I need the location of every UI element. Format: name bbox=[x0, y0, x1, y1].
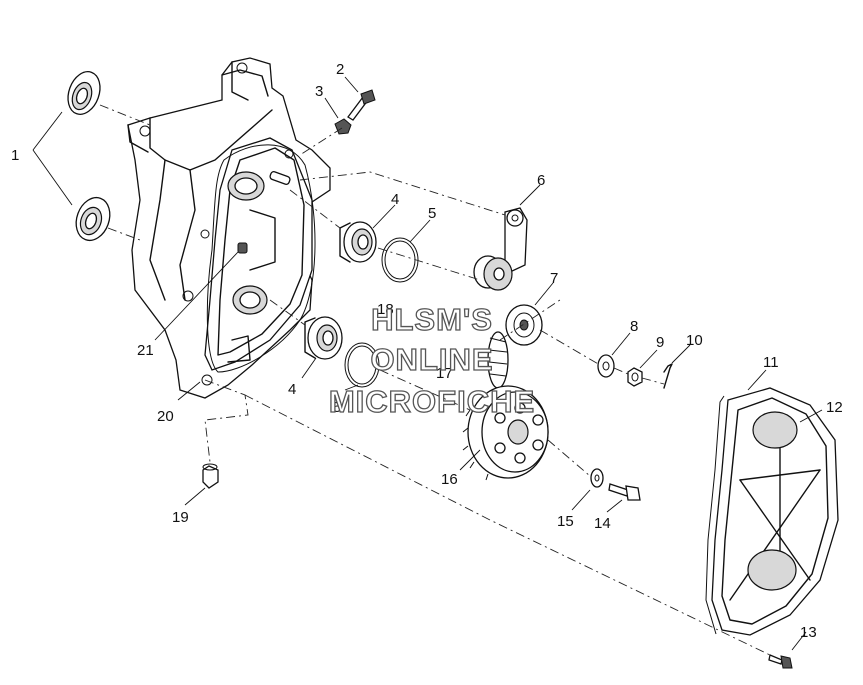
callout-7: 7 bbox=[550, 270, 558, 287]
callout-5-lower: 5 bbox=[333, 399, 341, 416]
oil-seal-top bbox=[67, 71, 101, 115]
callout-17: 17 bbox=[436, 365, 453, 382]
nut-3 bbox=[334, 118, 352, 135]
drain-plug-19 bbox=[202, 463, 219, 489]
callout-6: 6 bbox=[537, 172, 545, 189]
callout-2: 2 bbox=[336, 61, 344, 78]
callout-18: 18 bbox=[377, 301, 394, 318]
watermark-line-2: ONLINE bbox=[370, 342, 493, 377]
callout-4-upper: 4 bbox=[391, 191, 399, 208]
callout-8: 8 bbox=[630, 318, 638, 335]
belt-cover bbox=[705, 387, 839, 636]
sprocket-17 bbox=[487, 331, 509, 389]
callout-14: 14 bbox=[594, 515, 611, 532]
callout-5-upper: 5 bbox=[428, 205, 436, 222]
callout-16: 16 bbox=[441, 471, 458, 488]
washer-15 bbox=[590, 468, 604, 488]
callout-9: 9 bbox=[656, 334, 664, 351]
callout-3: 3 bbox=[315, 83, 323, 100]
callout-4-lower: 4 bbox=[288, 381, 296, 398]
watermark: HLSM'S ONLINE MICROFICHE bbox=[328, 301, 535, 419]
cotter-pin-10 bbox=[663, 363, 673, 389]
callout-leaders bbox=[32, 76, 823, 651]
retaining-ring-lower bbox=[344, 342, 380, 388]
callout-20: 20 bbox=[157, 408, 174, 425]
nut-9 bbox=[627, 367, 643, 387]
bearing-upper bbox=[339, 221, 377, 263]
cover-screw-13 bbox=[768, 654, 793, 669]
callout-10: 10 bbox=[686, 332, 703, 349]
callout-21: 21 bbox=[137, 342, 154, 359]
watermark-line-3: MICROFICHE bbox=[329, 384, 535, 419]
oil-seal-bottom bbox=[75, 196, 111, 242]
drive-belt bbox=[206, 144, 316, 373]
assembly-centerlines bbox=[99, 104, 771, 656]
bolt-2 bbox=[347, 89, 376, 121]
callout-labels: 1 2 3 4 4 5 5 6 7 8 9 10 11 12 13 14 15 … bbox=[11, 61, 843, 641]
callout-11: 11 bbox=[763, 354, 779, 371]
callout-15: 15 bbox=[557, 513, 574, 530]
callout-13: 13 bbox=[800, 624, 817, 641]
watermark-line-1: HLSM'S bbox=[371, 302, 493, 337]
tensioner-arm bbox=[473, 207, 528, 291]
small-sprocket bbox=[505, 304, 543, 346]
washer-8 bbox=[597, 354, 615, 378]
gear-housing bbox=[127, 57, 331, 399]
callout-1: 1 bbox=[11, 147, 19, 164]
retaining-ring-upper bbox=[381, 237, 419, 283]
bolt-14 bbox=[608, 483, 641, 501]
large-gear bbox=[462, 385, 549, 481]
callout-12: 12 bbox=[826, 399, 843, 416]
bearing-lower bbox=[304, 316, 343, 360]
callout-19: 19 bbox=[172, 509, 189, 526]
